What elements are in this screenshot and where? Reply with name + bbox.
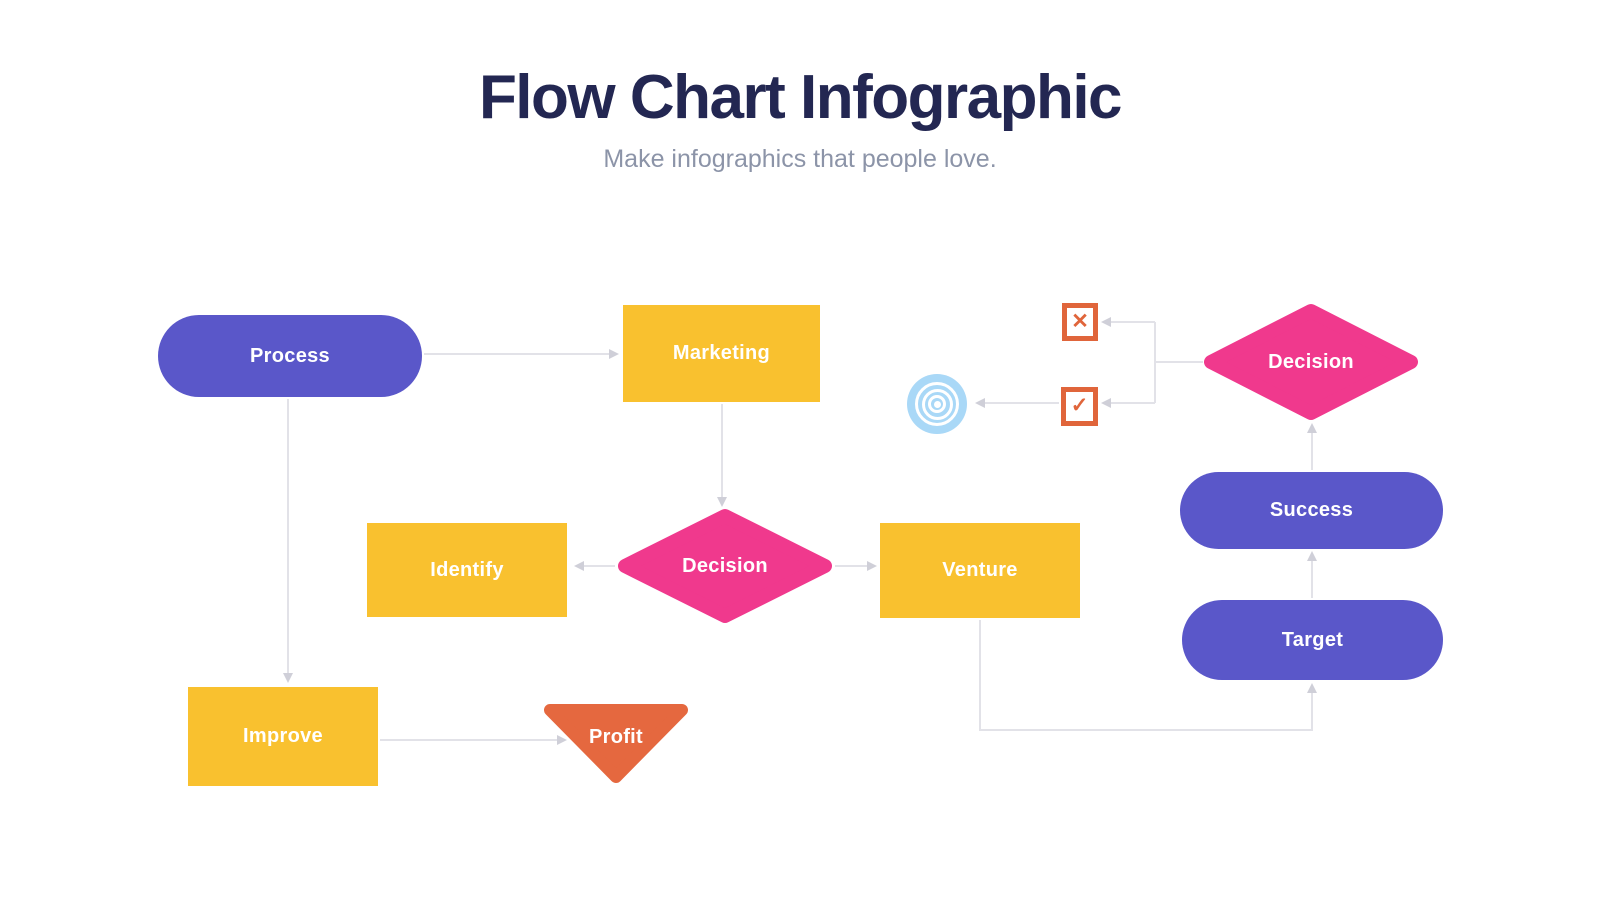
x-icon: ✕	[1062, 303, 1098, 341]
header: Flow Chart Infographic Make infographics…	[0, 62, 1600, 174]
target-ring-outer	[915, 382, 959, 426]
check-icon-glyph: ✓	[1070, 394, 1089, 417]
node-improve-label: Improve	[243, 725, 323, 747]
node-decision-mid-label: Decision	[682, 554, 768, 577]
edge-decision-branch	[1154, 322, 1203, 403]
node-process-label: Process	[250, 344, 330, 367]
node-profit-label: Profit	[588, 726, 644, 748]
node-identify: Identify	[367, 523, 567, 617]
edge-venture-target	[979, 620, 1317, 731]
node-profit: Profit	[542, 702, 690, 785]
check-icon: ✓	[1061, 387, 1098, 426]
node-process: Process	[158, 315, 422, 397]
node-identify-label: Identify	[430, 558, 504, 581]
node-success-label: Success	[1269, 499, 1354, 521]
node-target-label: Target	[1281, 628, 1344, 651]
triangle-shape	[544, 704, 688, 783]
node-decision-top-label: Decision	[1268, 350, 1354, 373]
diamond-shape	[618, 509, 832, 623]
node-venture: Venture	[880, 523, 1080, 618]
x-icon-glyph: ✕	[1071, 309, 1089, 333]
target-ring-middle	[921, 388, 953, 420]
page-subtitle: Make infographics that people love.	[603, 145, 997, 173]
node-decision-mid: Decision	[617, 508, 833, 624]
node-success: Success	[1180, 472, 1443, 549]
node-improve: Improve	[188, 687, 378, 786]
diamond-shape	[1204, 304, 1418, 420]
target-ring-dot	[933, 400, 941, 408]
target-ring-inner	[928, 395, 946, 413]
node-decision-top: Decision	[1203, 303, 1419, 421]
node-marketing: Marketing	[623, 305, 820, 402]
node-marketing-label: Marketing	[672, 342, 771, 364]
node-venture-label: Venture	[942, 559, 1018, 581]
node-target: Target	[1182, 600, 1443, 680]
page-title: Flow Chart Infographic	[478, 63, 1123, 132]
target-rings-icon	[907, 374, 967, 434]
